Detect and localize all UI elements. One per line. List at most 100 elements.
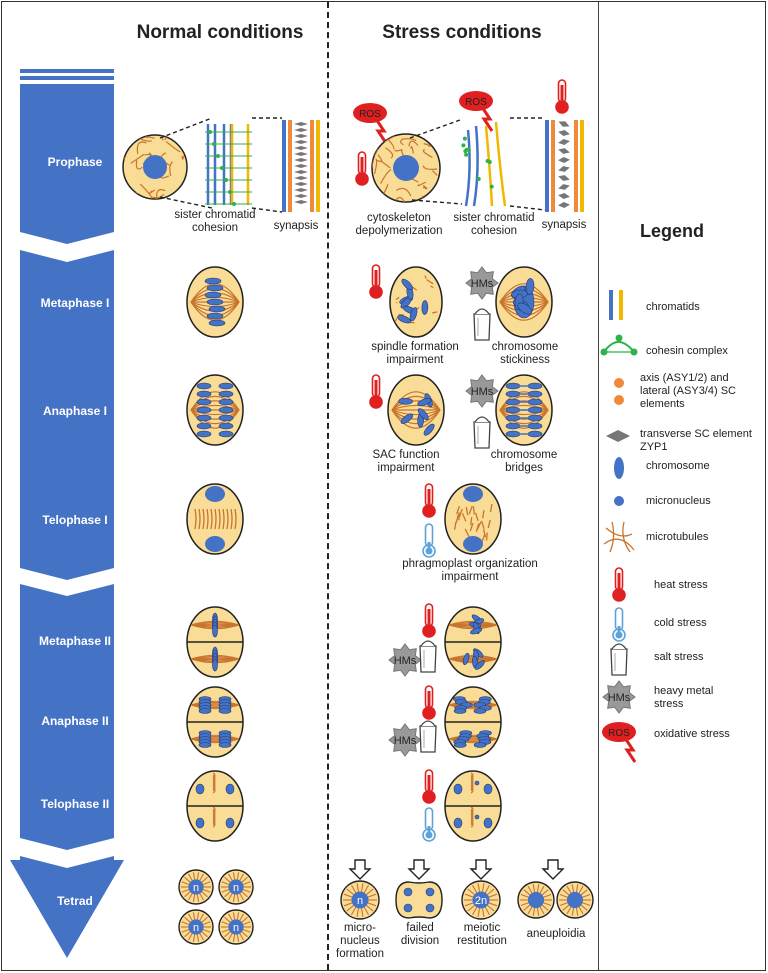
legend-label-chromatids: chromatids xyxy=(646,301,700,313)
chromosome-mark xyxy=(206,298,224,306)
caption-stress-synapsis: synapsis xyxy=(541,219,587,231)
svg-text:ROS: ROS xyxy=(608,728,630,739)
chromosome-mark xyxy=(453,742,467,748)
chromosome-mark xyxy=(453,817,463,829)
nucleus-mark xyxy=(463,486,483,502)
chromosome-mark xyxy=(198,742,212,748)
chromosome-mark xyxy=(206,312,224,320)
legend-heat-icon xyxy=(612,567,626,602)
chromosome-mark xyxy=(403,903,413,913)
heat-stress-icon xyxy=(422,603,436,638)
chromosome-mark xyxy=(218,708,232,714)
chromosome-mark xyxy=(218,414,234,422)
tetrad-cell-4: n xyxy=(218,909,254,945)
nucleus-mark xyxy=(463,536,483,552)
normal-anaphase-i-cell xyxy=(186,374,244,446)
chromosome-mark xyxy=(208,319,226,327)
chromosome-mark xyxy=(409,307,418,322)
transverse-element-icon xyxy=(606,430,630,442)
chromosome-mark xyxy=(218,422,234,430)
chromosome-mark xyxy=(196,382,212,390)
chromosome-mark xyxy=(417,398,432,407)
arrow-aneuploidia xyxy=(541,859,565,880)
svg-text:ROS: ROS xyxy=(465,97,487,108)
caption-failed-division: failed division xyxy=(400,922,440,947)
chromosome-mark xyxy=(423,423,435,436)
title-normal-conditions: Normal conditions xyxy=(136,22,304,43)
caption-micronucleus-formation: micro-nucleus formation xyxy=(336,922,384,960)
arrow-top-bar-1 xyxy=(20,69,114,73)
salt-stress-icon xyxy=(473,416,491,449)
chromosome-mark xyxy=(225,817,235,829)
chromosome-mark xyxy=(218,742,232,748)
caption-stress-cohesion: sister chromatid cohesion xyxy=(453,212,535,237)
column-divider-dashed xyxy=(327,2,329,970)
nucleus-mark xyxy=(527,891,545,909)
chromosome-icon xyxy=(614,457,624,479)
stress-bridges-cell xyxy=(495,374,553,446)
outcome-restitution-cell: 2n xyxy=(461,880,501,920)
chromosome-mark xyxy=(421,300,429,315)
stress-sac-cell xyxy=(387,374,445,446)
stress-anaphase-ii-cell xyxy=(444,686,502,758)
ros-badge-2: ROS xyxy=(459,91,494,132)
arrow-segment-meiosis-ii xyxy=(20,584,114,850)
svg-text:n: n xyxy=(357,895,363,907)
chromosome-mark xyxy=(453,783,463,795)
caption-meiotic-restitution: meiotic restitution xyxy=(457,922,507,947)
caption-sac-function-impairment: SAC function impairment xyxy=(372,449,440,474)
svg-text:HMs: HMs xyxy=(608,692,631,704)
chromosome-mark xyxy=(474,660,485,670)
chromosome-mark xyxy=(462,652,470,666)
chromosome-mark xyxy=(425,903,435,913)
nucleus-mark xyxy=(188,919,204,935)
chromosome-mark xyxy=(398,397,413,405)
arrow-segment-tetrad xyxy=(10,856,124,958)
legend-cold-icon xyxy=(612,607,626,642)
caption-normal-synapsis: synapsis xyxy=(273,220,319,232)
legend-label-oxidative-stress: oxidative stress xyxy=(654,728,730,740)
stage-label-metaphase-ii: Metaphase II xyxy=(38,634,112,648)
heavy-metal-icon: HMs xyxy=(465,374,499,408)
chromosome-mark xyxy=(517,302,533,315)
chromosome-mark xyxy=(474,814,480,820)
cohesin-icon xyxy=(603,341,635,353)
stage-label-anaphase-ii: Anaphase II xyxy=(41,714,109,728)
ros-badge-1: ROS xyxy=(353,103,388,144)
chromosome-mark xyxy=(208,305,226,313)
normal-anaphase-ii-cell xyxy=(186,686,244,758)
arrow-failed-division xyxy=(407,859,431,880)
legend-label-heat-stress: heat stress xyxy=(654,579,708,591)
chromosome-mark xyxy=(196,398,212,406)
svg-text:2n: 2n xyxy=(475,895,487,907)
svg-text:n: n xyxy=(233,922,239,934)
chromosome-mark xyxy=(196,414,212,422)
outcome-aneuploidia-cell-2 xyxy=(556,881,594,919)
chromosome-mark xyxy=(195,783,205,795)
chromosome-mark xyxy=(196,390,212,398)
nucleus-mark xyxy=(205,486,225,502)
chromosome-mark xyxy=(204,277,222,285)
chromosome-mark xyxy=(212,658,218,672)
svg-text:n: n xyxy=(233,882,239,894)
tetrad-cell-1: n xyxy=(178,869,214,905)
legend-title: Legend xyxy=(640,221,705,241)
svg-text:n: n xyxy=(193,922,199,934)
micronucleus-cell: n xyxy=(340,880,380,920)
chromosome-mark xyxy=(218,382,234,390)
chromosome-mark xyxy=(474,780,480,786)
caption-phragmoplast-impairment: phragmoplast organization impairment xyxy=(402,558,538,583)
chromosome-mark xyxy=(198,708,212,714)
heat-stress-icon xyxy=(422,685,436,720)
nucleus-mark xyxy=(472,891,490,909)
caption-spindle-formation-impairment: spindle formation impairment xyxy=(371,341,459,366)
chromosome-mark xyxy=(204,291,222,299)
legend-label-cohesin: cohesin complex xyxy=(646,345,728,357)
caption-aneuploidia: aneuploidia xyxy=(526,928,586,940)
nucleus-mark xyxy=(351,891,369,909)
outcome-failed-division xyxy=(395,881,443,919)
caption-normal-cohesion: sister chromatid cohesion xyxy=(174,209,256,234)
salt-stress-icon xyxy=(419,720,437,753)
stage-label-telophase-ii: Telophase II xyxy=(40,797,110,811)
